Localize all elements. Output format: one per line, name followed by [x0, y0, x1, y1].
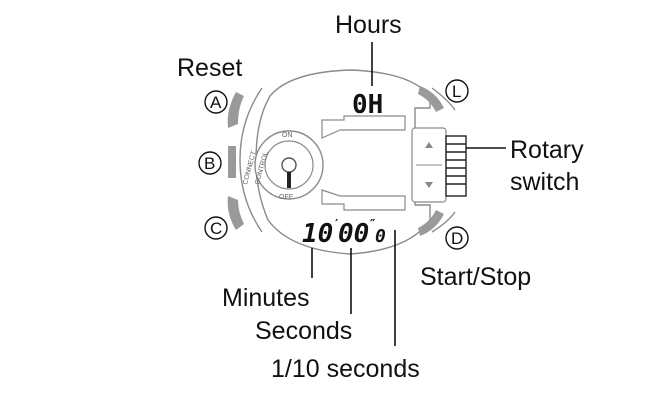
display-panel-bottom: [321, 189, 406, 211]
svg-text:B: B: [204, 154, 215, 173]
svg-text:D: D: [451, 229, 463, 248]
hours-readout: 0H: [352, 90, 383, 120]
button-d[interactable]: [418, 210, 444, 236]
tenth-seconds-label: 1/10 seconds: [271, 355, 420, 383]
watch-bezel-right: [431, 87, 456, 233]
svg-text:L: L: [452, 82, 461, 101]
control-center[interactable]: [281, 157, 297, 173]
seconds-label: Seconds: [255, 317, 352, 345]
button-c[interactable]: [227, 196, 244, 230]
button-d-callout: D: [445, 226, 469, 250]
start-stop-label: Start/Stop: [420, 263, 531, 291]
rotary-switch-label-line1: Rotary: [510, 136, 584, 164]
rotary-switch-label-line2: switch: [510, 168, 579, 196]
minutes-tick: ′: [333, 217, 340, 231]
button-b[interactable]: [228, 146, 236, 178]
reset-label: Reset: [177, 54, 242, 82]
display-panel-top: [321, 115, 406, 139]
seconds-readout: 00: [338, 219, 369, 249]
rotary-knob[interactable]: [445, 135, 467, 197]
button-c-callout: C: [204, 216, 228, 240]
button-l-callout: L: [445, 79, 469, 103]
button-a-callout: A: [204, 90, 228, 114]
button-b-callout: B: [198, 151, 222, 175]
seconds-tick: ″: [369, 217, 376, 231]
hours-label: Hours: [335, 11, 402, 39]
control-indicator: [287, 172, 291, 188]
svg-text:C: C: [210, 219, 222, 238]
rotary-down-arrow-icon: [425, 182, 433, 188]
button-a[interactable]: [227, 92, 244, 128]
watch-bezel: [239, 87, 263, 233]
control-on-label: ON: [282, 132, 293, 139]
svg-text:A: A: [210, 93, 222, 112]
rotary-up-arrow-icon: [425, 142, 433, 148]
minutes-label: Minutes: [222, 284, 310, 312]
control-off-label: OFF: [279, 194, 293, 201]
button-l[interactable]: [418, 86, 444, 112]
tenth-readout: 0: [375, 226, 386, 247]
minutes-readout: 10: [302, 219, 333, 249]
